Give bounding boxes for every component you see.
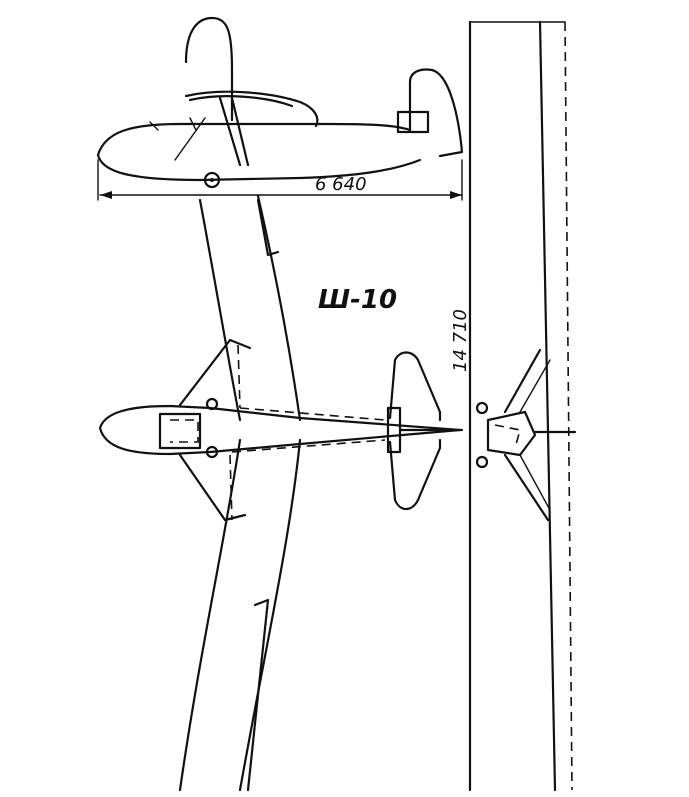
length-arrow-left [100, 191, 112, 199]
aileron-lower [246, 598, 270, 792]
designation-label: Ш-10 [318, 285, 397, 315]
cockpit-frame [158, 412, 202, 450]
cockpit-seat [170, 419, 199, 443]
spar-upper [237, 344, 241, 409]
wingspan-label: 14 710 [450, 309, 471, 372]
side-stick-2 [189, 117, 197, 131]
side-fin [408, 68, 464, 158]
side-view: 6 640 [96, 16, 464, 201]
side-canopy [184, 90, 319, 128]
side-fuselage-top [96, 122, 412, 157]
side-strut-2 [230, 96, 250, 167]
side-wing-tip [184, 16, 234, 122]
front-wheel-lower [475, 455, 489, 469]
side-wheel-hub [210, 178, 214, 182]
front-fuselage [486, 410, 537, 457]
top-view [98, 194, 464, 792]
front-wing-dashed [564, 21, 573, 791]
front-wing-bottom [538, 20, 557, 792]
side-strut-1 [218, 96, 242, 167]
wing-left-trailing-edge [256, 194, 302, 422]
length-label: 6 640 [315, 174, 367, 195]
stabilizer-upper [388, 351, 442, 422]
length-arrow-right [450, 191, 462, 199]
strut-upper [178, 338, 252, 407]
wing-right-leading-edge [178, 438, 242, 792]
cockpit-wheel-1 [205, 397, 219, 411]
side-control-line [174, 117, 206, 161]
front-fuselage-inner [494, 424, 522, 449]
strut-lower [178, 453, 247, 522]
side-fuselage-bottom [96, 153, 422, 182]
stabilizer-lower [388, 438, 442, 511]
side-tailplane [396, 110, 430, 134]
tail-boom-upper [239, 407, 386, 421]
aileron-upper [256, 198, 280, 257]
side-stick [149, 121, 159, 131]
front-wheel-upper [475, 401, 489, 415]
front-strut-lower-2 [519, 454, 551, 511]
front-strut-upper [503, 348, 542, 414]
front-strut-upper-2 [519, 359, 551, 413]
wing-left-leading-edge [198, 198, 242, 422]
spar-lower [229, 454, 233, 521]
cockpit-wheel-2 [205, 445, 219, 459]
front-view: 14 710 [450, 20, 577, 792]
front-strut-lower [503, 453, 550, 522]
side-canopy-inner [188, 95, 294, 108]
wing-right-trailing-edge [238, 438, 302, 792]
tail-boom-lower [231, 439, 386, 453]
side-wheel [203, 171, 221, 189]
